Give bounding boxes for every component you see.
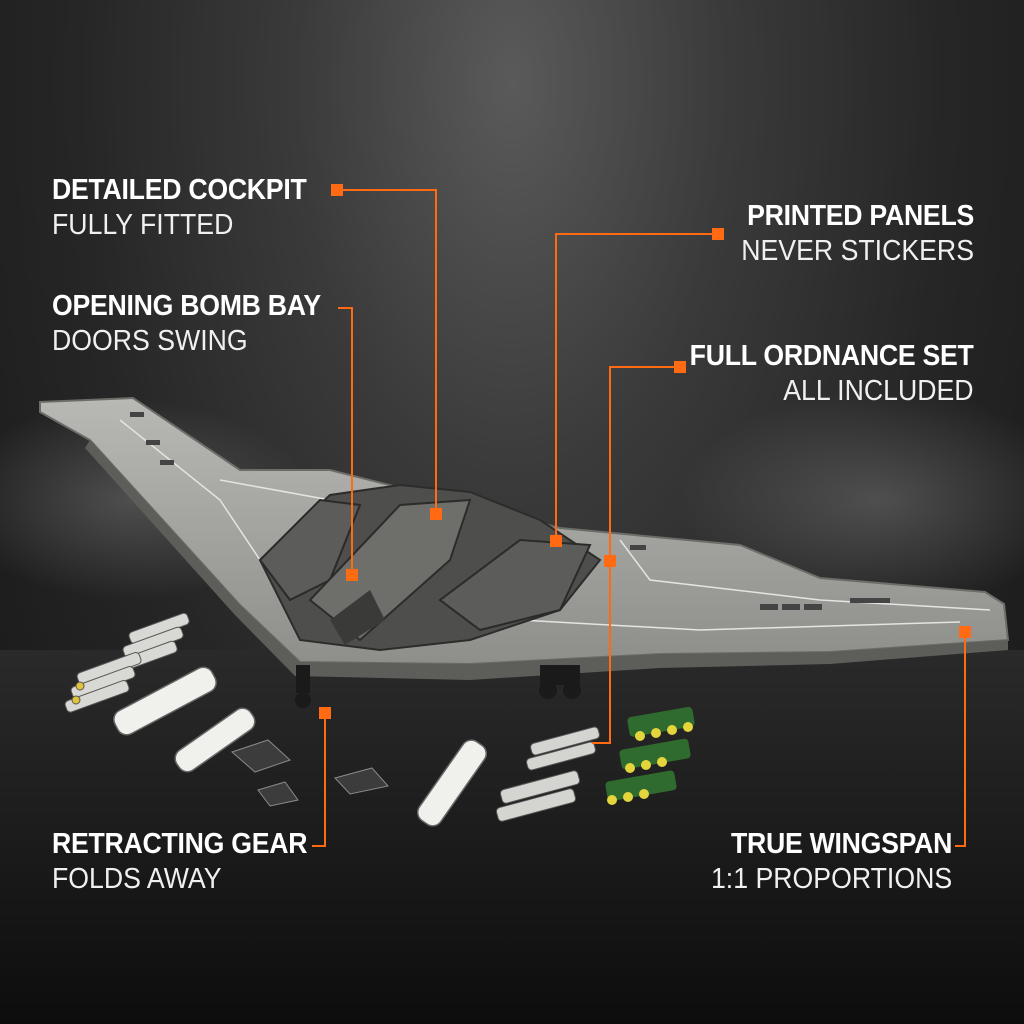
gear-marker [319, 707, 331, 719]
bomb-bay-marker [346, 569, 358, 581]
callout-bomb-bay: OPENING BOMB BAY DOORS SWING [52, 292, 344, 356]
ordnance-pieces [64, 612, 695, 827]
panels-marker-end [712, 228, 724, 240]
wing-edge [85, 440, 1008, 680]
callout-panels: PRINTED PANELS NEVER STICKERS [721, 202, 974, 266]
brackets [231, 739, 389, 807]
callout-bomb-bay-subtitle: DOORS SWING [52, 325, 248, 357]
callout-ordnance-title: FULL ORDNANCE SET [690, 340, 974, 372]
callout-markers [319, 184, 971, 719]
large-bombs [113, 666, 488, 827]
panels-marker [550, 535, 562, 547]
callout-wingspan-title: TRUE WINGSPAN [730, 828, 952, 860]
cockpit-marker [430, 508, 442, 520]
wingspan-marker [959, 626, 971, 638]
callout-gear: RETRACTING GEAR FOLDS AWAY [52, 830, 329, 894]
ordnance-marker-end [674, 361, 686, 373]
callout-wingspan-subtitle: 1:1 PROPORTIONS [710, 863, 952, 895]
callout-cockpit-subtitle: FULLY FITTED [52, 209, 234, 241]
landing-gear [295, 665, 581, 708]
callout-gear-subtitle: FOLDS AWAY [52, 863, 222, 895]
callout-wingspan: TRUE WINGSPAN 1:1 PROPORTIONS [690, 830, 952, 894]
ordnance-marker [604, 555, 616, 567]
engine-pod-left [258, 498, 362, 602]
wing-vents [130, 412, 890, 610]
missile-cluster-b [64, 652, 142, 713]
callout-panels-title: PRINTED PANELS [747, 200, 974, 232]
wingspan-leader [955, 632, 966, 847]
callout-panels-subtitle: NEVER STICKERS [741, 235, 974, 267]
cockpit-window [330, 590, 385, 645]
callout-cockpit-title: DETAILED COCKPIT [52, 174, 307, 206]
green-bomb-cluster [605, 706, 695, 805]
cockpit-leader [340, 189, 437, 514]
callout-cockpit: DETAILED COCKPIT FULLY FITTED [52, 176, 329, 240]
bomber-model [39, 396, 1010, 708]
callout-gear-title: RETRACTING GEAR [52, 828, 308, 860]
callout-ordnance-subtitle: ALL INCLUDED [783, 375, 974, 407]
callout-bomb-bay-title: OPENING BOMB BAY [52, 290, 321, 322]
bomb-bay-leader [338, 307, 353, 575]
gear-leader [312, 713, 326, 847]
cockpit-marker-end [331, 184, 343, 196]
engine-pod-right [438, 538, 592, 632]
bomb-cluster-c [495, 726, 600, 822]
panels-leader [555, 233, 718, 541]
callout-ordnance: FULL ORDNANCE SET ALL INCLUDED [665, 342, 974, 406]
